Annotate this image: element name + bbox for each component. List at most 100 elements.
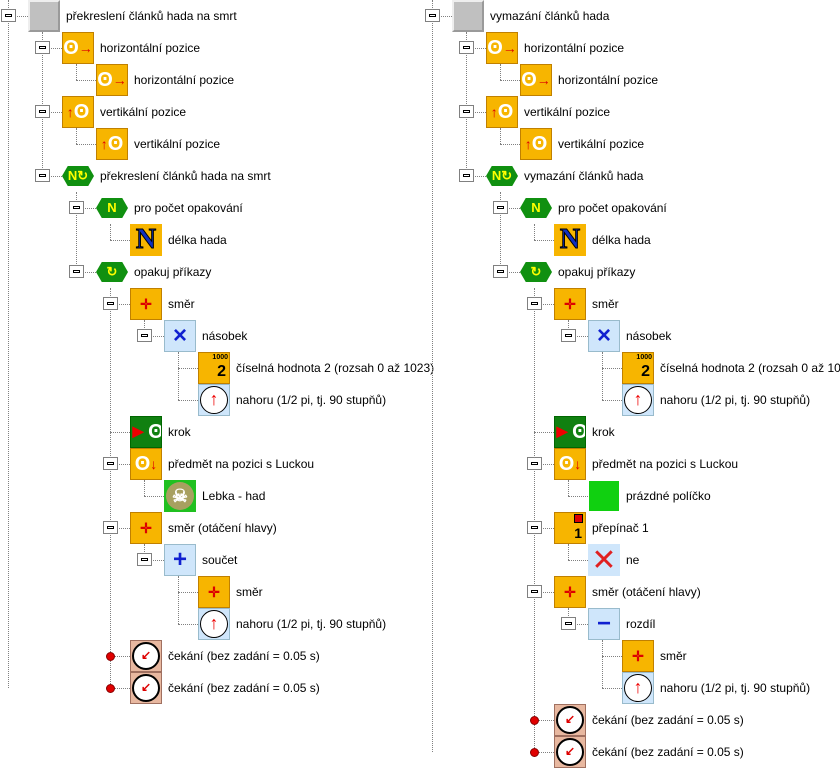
- tree-item-label[interactable]: nahoru (1/2 pi, tj. 90 stupňů): [236, 617, 387, 631]
- tree-item-label[interactable]: pro počet opakování: [558, 201, 667, 215]
- tree-line: [144, 336, 164, 337]
- collapse-toggle[interactable]: [1, 9, 16, 22]
- collapse-toggle[interactable]: [35, 41, 50, 54]
- tree-item-label[interactable]: vertikální pozice: [100, 105, 187, 119]
- tree-item-label[interactable]: čekání (bez zadání = 0.05 s): [168, 649, 320, 663]
- direction-value-icon-part: ✛: [632, 647, 644, 664]
- tree-item-label[interactable]: překreslení článků hada na smrt: [100, 169, 271, 183]
- bunny-vertical-value-icon-part: ↑: [100, 136, 108, 152]
- tree-line: [500, 272, 520, 273]
- tree-line: [534, 528, 554, 529]
- collapse-toggle[interactable]: [69, 265, 84, 278]
- tree-line: [432, 16, 452, 17]
- tree-item-label[interactable]: vymazání článků hada: [524, 169, 644, 183]
- collapse-toggle[interactable]: [493, 265, 508, 278]
- tree-item-label[interactable]: směr (otáčení hlavy): [592, 585, 701, 599]
- switch-icon: 1: [554, 512, 586, 544]
- tree-item-label[interactable]: číselná hodnota 2 (rozsah 0 až 1023): [660, 361, 840, 375]
- tree-item-label[interactable]: směr (otáčení hlavy): [168, 521, 277, 535]
- tree-item-label[interactable]: čekání (bez zadání = 0.05 s): [592, 745, 744, 759]
- tree-item-label[interactable]: opakuj příkazy: [134, 265, 212, 279]
- bunny-horizontal-icon: ʘ→: [62, 32, 94, 64]
- stopwatch-icon-part: ↙: [132, 642, 160, 670]
- n-big-icon: N: [554, 224, 586, 256]
- collapse-toggle[interactable]: [425, 9, 440, 22]
- collapse-toggle[interactable]: [527, 297, 542, 310]
- collapse-toggle[interactable]: [561, 617, 576, 630]
- tree-item-label[interactable]: délka hada: [592, 233, 651, 247]
- collapse-toggle[interactable]: [35, 105, 50, 118]
- collapse-toggle[interactable]: [527, 457, 542, 470]
- plus-icon: +: [164, 544, 196, 576]
- collapse-toggle[interactable]: [103, 521, 118, 534]
- tree-line: [534, 224, 535, 240]
- collapse-toggle[interactable]: [459, 169, 474, 182]
- tree-item-label[interactable]: součet: [202, 553, 238, 567]
- tree-line: [144, 496, 164, 497]
- clock-up-icon-part: ↑: [624, 386, 652, 414]
- tree-item-label[interactable]: přepínač 1: [592, 521, 649, 535]
- collapse-toggle[interactable]: [527, 521, 542, 534]
- tree-item-label[interactable]: násobek: [202, 329, 248, 343]
- tree-item-label[interactable]: nahoru (1/2 pi, tj. 90 stupňů): [660, 393, 811, 407]
- tree-item-label[interactable]: směr: [660, 649, 687, 663]
- tree-item-label[interactable]: horizontální pozice: [100, 41, 201, 55]
- tree-line: [534, 288, 535, 752]
- tree-line: [178, 400, 198, 401]
- collapse-toggle[interactable]: [137, 329, 152, 342]
- tree-line: [500, 192, 501, 272]
- tree-item-label[interactable]: nahoru (1/2 pi, tj. 90 stupňů): [236, 393, 387, 407]
- collapse-toggle[interactable]: [103, 457, 118, 470]
- collapse-toggle[interactable]: [561, 329, 576, 342]
- tree-item-label[interactable]: směr: [236, 585, 263, 599]
- tree-item-label[interactable]: čekání (bez zadání = 0.05 s): [168, 681, 320, 695]
- tree-item-label[interactable]: překreslení článků hada na smrt: [66, 9, 237, 23]
- tree-item-label[interactable]: horizontální pozice: [558, 73, 659, 87]
- tree-item-label[interactable]: předmět na pozici s Luckou: [168, 457, 315, 471]
- loop-hex-icon: ↻: [520, 256, 552, 288]
- tree-item-label[interactable]: délka hada: [168, 233, 227, 247]
- tree-item-label[interactable]: směr: [168, 297, 195, 311]
- tree-item-label[interactable]: číselná hodnota 2 (rozsah 0 až 1023): [236, 361, 435, 375]
- tree-line: [534, 592, 554, 593]
- collapse-toggle[interactable]: [493, 201, 508, 214]
- tree-item-label[interactable]: krok: [592, 425, 615, 439]
- clock-up-icon-part: ↑: [200, 386, 228, 414]
- tree-item-label[interactable]: vymazání článků hada: [490, 9, 610, 23]
- tree-item-label[interactable]: nahoru (1/2 pi, tj. 90 stupňů): [660, 681, 811, 695]
- tree-item-label[interactable]: krok: [168, 425, 191, 439]
- collapse-toggle[interactable]: [35, 169, 50, 182]
- collapse-toggle[interactable]: [527, 585, 542, 598]
- breakpoint-marker[interactable]: [530, 748, 539, 757]
- tree-item-label[interactable]: násobek: [626, 329, 672, 343]
- tree-item-label[interactable]: předmět na pozici s Luckou: [592, 457, 739, 471]
- collapse-toggle[interactable]: [137, 553, 152, 566]
- tree-item-label[interactable]: směr: [592, 297, 619, 311]
- collapse-toggle[interactable]: [459, 105, 474, 118]
- tree-item-label[interactable]: čekání (bez zadání = 0.05 s): [592, 713, 744, 727]
- loop-hex-icon: ↻: [96, 256, 128, 288]
- tree-item-label[interactable]: Lebka - had: [202, 489, 266, 503]
- tree-item-label[interactable]: prázdné políčko: [626, 489, 711, 503]
- breakpoint-marker[interactable]: [106, 652, 115, 661]
- tree-item-label[interactable]: rozdíl: [626, 617, 656, 631]
- tree-item-label[interactable]: horizontální pozice: [524, 41, 625, 55]
- breakpoint-marker[interactable]: [106, 684, 115, 693]
- item-at-position-icon: ʘ↓: [130, 448, 162, 480]
- tree-item-label[interactable]: opakuj příkazy: [558, 265, 636, 279]
- collapse-toggle[interactable]: [69, 201, 84, 214]
- tree-line: [178, 352, 179, 400]
- tree-item-label[interactable]: horizontální pozice: [134, 73, 235, 87]
- tree-line: [42, 32, 43, 176]
- tree-item-label[interactable]: vertikální pozice: [524, 105, 611, 119]
- tree-item-label[interactable]: pro počet opakování: [134, 201, 243, 215]
- tree-item-label[interactable]: vertikální pozice: [558, 137, 645, 151]
- tree-line: [8, 0, 9, 688]
- tree-item-label[interactable]: ne: [626, 553, 640, 567]
- collapse-toggle[interactable]: [103, 297, 118, 310]
- tree-line: [42, 48, 62, 49]
- tree-item-label[interactable]: vertikální pozice: [134, 137, 221, 151]
- collapse-toggle[interactable]: [459, 41, 474, 54]
- breakpoint-marker[interactable]: [530, 716, 539, 725]
